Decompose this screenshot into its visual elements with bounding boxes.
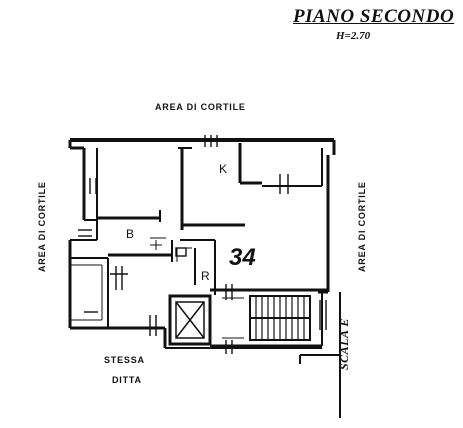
room-label-r: R [201,269,210,283]
neighbor-label-line2: DITTA [112,375,142,385]
floor-title: PIANO SECONDO [293,6,455,27]
stair-label: SCALA E [337,318,351,370]
stair-treads [249,295,311,341]
elevator-car [175,301,205,339]
unit-number: 34 [229,244,256,271]
courtyard-label-top: AREA DI CORTILE [155,102,246,112]
room-label-b: B [126,227,135,241]
room-label-k: K [219,162,228,176]
floor-height: H=2.70 [336,30,371,42]
window-marks [78,135,327,354]
elevator-shaft [168,294,212,346]
neighbor-label-line1: STESSA [104,355,145,365]
